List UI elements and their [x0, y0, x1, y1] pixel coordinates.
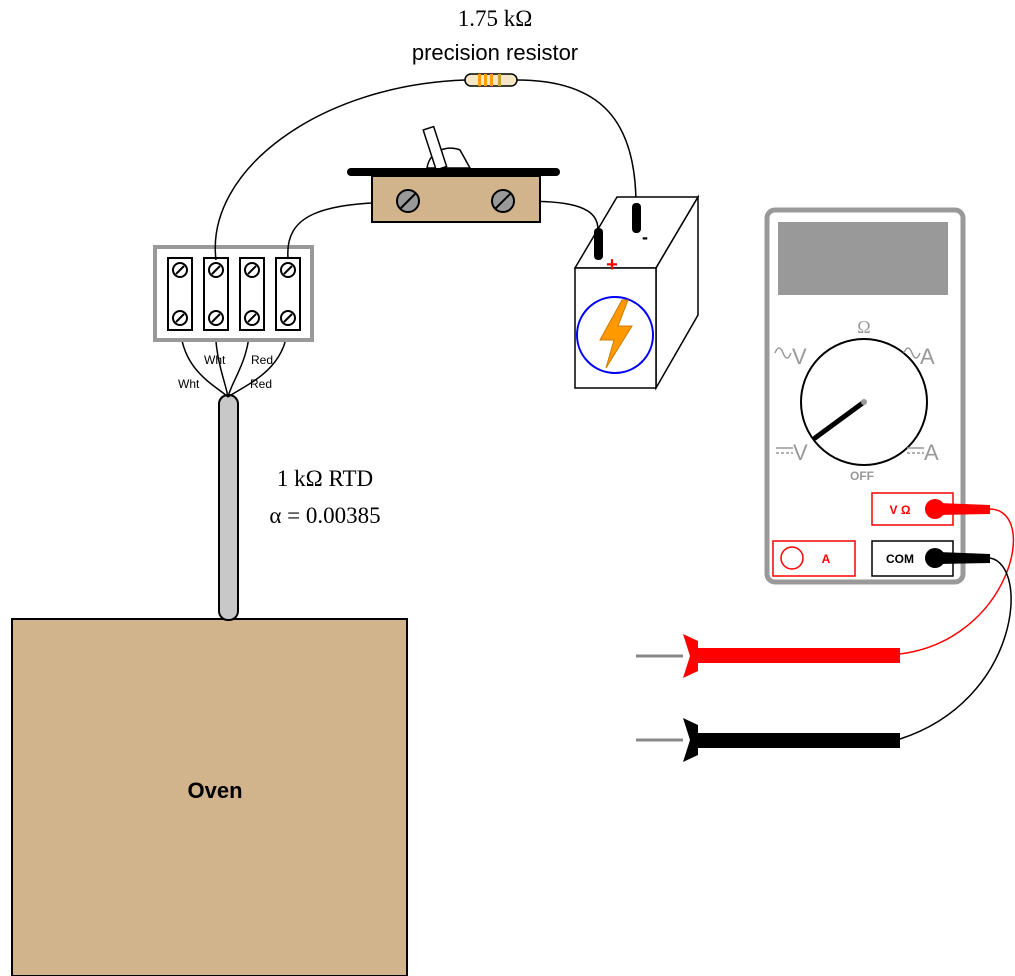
red-lead-plug: [938, 503, 990, 515]
dc-amp-icon: [907, 447, 924, 454]
meter-display: [778, 222, 948, 295]
wire-label-wht-inner: Wht: [204, 353, 226, 367]
dial-dc-a-label: A: [924, 440, 939, 465]
wire-label-red-outer: Red: [250, 377, 272, 391]
dial-off-label: OFF: [850, 469, 874, 483]
red-lead-cable: [899, 508, 1015, 655]
lightning-bolt-icon: [599, 299, 633, 369]
rtd-value-label: 1 kΩ RTD: [277, 466, 373, 491]
resistor-desc-label: precision resistor: [412, 40, 578, 65]
black-lead-cable: [899, 557, 1012, 740]
selector-pointer: [812, 399, 867, 441]
rtd-probe: [218, 394, 239, 621]
dial-ohm-label: Ω: [857, 317, 870, 337]
dial-dc-v-label: V: [793, 440, 808, 465]
oven-box: [11, 618, 408, 976]
dc-volt-icon: [776, 447, 793, 454]
precision-resistor: [464, 73, 518, 87]
amp-jack[interactable]: A: [772, 540, 856, 577]
rtd-alpha-label: α = 0.00385: [269, 503, 380, 528]
red-probe[interactable]: [636, 634, 900, 678]
toggle-switch[interactable]: [347, 125, 560, 223]
wire-resistor-to-battery: [516, 79, 637, 206]
terminal-block: [153, 245, 314, 342]
battery: + -: [573, 194, 700, 391]
battery-plus-label: +: [606, 254, 618, 276]
amp-jack-label: A: [822, 552, 831, 566]
oven-label: Oven: [187, 778, 242, 803]
dial-ac-a-label: A: [920, 344, 935, 369]
battery-minus-label: -: [642, 227, 648, 247]
ac-volt-icon: [774, 347, 792, 359]
ac-amp-icon: [903, 347, 921, 359]
resistor-value-label: 1.75 kΩ: [458, 6, 533, 31]
wire-label-wht-outer: Wht: [178, 377, 200, 391]
black-probe[interactable]: [636, 718, 900, 762]
dial-ac-v-label: V: [792, 344, 807, 369]
wire-to-resistor: [214, 79, 466, 261]
com-jack-label: COM: [886, 552, 914, 566]
multimeter: Ω OFF V A V A V Ω COM: [764, 207, 966, 585]
black-lead-plug: [938, 552, 990, 564]
wire-label-red-inner: Red: [251, 353, 273, 367]
v-ohm-jack-label: V Ω: [890, 503, 911, 517]
